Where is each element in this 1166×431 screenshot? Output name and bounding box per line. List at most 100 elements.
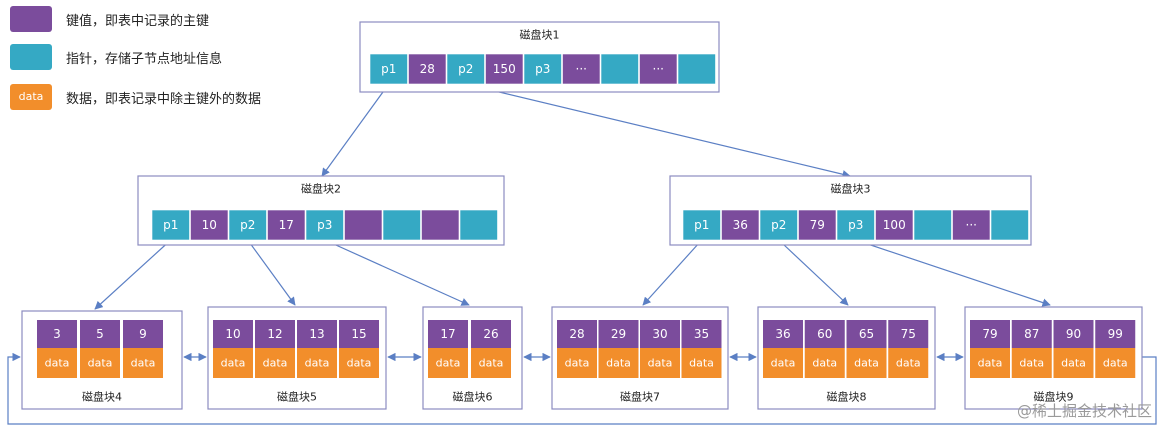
- pointer-label: p2: [240, 218, 255, 232]
- leaf-key-label: 79: [982, 327, 997, 341]
- key-cell: [562, 53, 601, 85]
- leaf-data-cell: [804, 348, 845, 378]
- leaf-data-label: data: [436, 357, 461, 370]
- leaf-data-cell: [123, 348, 163, 378]
- key-cell: [875, 209, 914, 241]
- watermark-text: @稀土掘金技术社区: [1016, 402, 1152, 420]
- edge-block3-to-block7: [642, 239, 703, 306]
- leaf-key-cell: [804, 320, 845, 348]
- leaf-data-label: data: [1103, 357, 1128, 370]
- pointer-cell: [228, 209, 267, 241]
- leaf-node-title: 磁盘块8: [827, 390, 867, 404]
- leaf-data-cell: [640, 348, 680, 378]
- leaf-key-label: 36: [775, 327, 790, 341]
- leaf-key-cell: [37, 320, 77, 348]
- leaf-data-label: data: [854, 357, 879, 370]
- leaf-data-cell: [255, 348, 295, 378]
- leaf-key-label: 13: [309, 327, 324, 341]
- leaf-data-cell: [1011, 348, 1052, 378]
- pointer-cell: [682, 209, 721, 241]
- leaf-key-label: 90: [1066, 327, 1081, 341]
- leaf-data-cell: [681, 348, 722, 378]
- internal-node-title: 磁盘块2: [301, 182, 341, 196]
- edge-block3-to-block9: [855, 239, 1051, 307]
- leaf-key-cell: [1011, 320, 1052, 348]
- leaf-key-label: 99: [1108, 327, 1123, 341]
- legend-key-text: 键值，即表中记录的主键: [66, 14, 210, 29]
- leaf-key-label: 15: [351, 327, 366, 341]
- leaf-node-title: 磁盘块5: [277, 390, 317, 404]
- pointer-label: p3: [317, 218, 332, 232]
- leaf-key-cell: [80, 320, 120, 348]
- key-cell: [639, 53, 678, 85]
- leaf-node-title: 磁盘块9: [1034, 390, 1074, 404]
- leaf-key-cell: [213, 320, 253, 348]
- leaf-key-label: 35: [694, 327, 709, 341]
- edge-block1-to-block3: [465, 83, 851, 179]
- pointer-cell: [151, 209, 190, 241]
- leaf-data-label: data: [347, 357, 372, 370]
- leaf-data-label: data: [131, 357, 156, 370]
- legend-data-swatch: data: [10, 84, 52, 110]
- leaf-data-label: data: [565, 357, 590, 370]
- pointer-label: p3: [535, 62, 550, 76]
- pointer-cell: [913, 209, 952, 241]
- leaf-key-label: 9: [139, 327, 147, 341]
- leaf-key-label: 87: [1024, 327, 1039, 341]
- pointer-cell: [369, 53, 408, 85]
- pointer-cell: [382, 209, 421, 241]
- key-label: 10: [202, 218, 217, 232]
- leaf-data-cell: [339, 348, 379, 378]
- key-cell: [344, 209, 383, 241]
- leaf-data-cell: [80, 348, 120, 378]
- leaf-key-cell: [297, 320, 337, 348]
- key-label: ···: [966, 218, 977, 232]
- legend-pointer-swatch: [10, 44, 52, 70]
- key-cell: [952, 209, 991, 241]
- leaf-node-title: 磁盘块4: [82, 390, 122, 404]
- key-label: 150: [493, 62, 516, 76]
- leaf-data-label: data: [606, 357, 631, 370]
- leaf-data-cell: [598, 348, 639, 378]
- leaf-node-title: 磁盘块6: [453, 390, 493, 404]
- pointer-label: p3: [848, 218, 863, 232]
- leaf-key-label: 60: [817, 327, 832, 341]
- leaf-key-cell: [123, 320, 163, 348]
- leaf-data-label: data: [771, 357, 796, 370]
- leaf-data-label: data: [305, 357, 330, 370]
- legend-data-swatch-label: data: [18, 90, 44, 103]
- leaf-key-label: 3: [53, 327, 61, 341]
- pointer-cell: [305, 209, 344, 241]
- leaf-data-label: data: [1061, 357, 1086, 370]
- leaf-data-label: data: [978, 357, 1003, 370]
- key-cell: [798, 209, 837, 241]
- leaf-key-cell: [471, 320, 511, 348]
- leaf-data-cell: [763, 348, 803, 378]
- leaf-key-cell: [888, 320, 929, 348]
- key-cell: [267, 209, 306, 241]
- leaf-data-cell: [428, 348, 468, 378]
- leaf-data-label: data: [45, 357, 70, 370]
- leaf-data-label: data: [648, 357, 673, 370]
- internal-node-title: 磁盘块1: [520, 28, 560, 42]
- leaf-data-cell: [557, 348, 597, 378]
- leaf-key-label: 26: [483, 327, 498, 341]
- tree-edges: [7, 83, 1157, 425]
- internal-node-title: 磁盘块3: [831, 182, 871, 196]
- edge-block1-to-block2: [321, 83, 390, 177]
- leaf-link-wraparound: [7, 352, 1157, 425]
- pointer-cell: [523, 53, 562, 85]
- leaf-key-cell: [598, 320, 639, 348]
- key-label: 79: [810, 218, 825, 232]
- leaf-key-cell: [681, 320, 722, 348]
- leaf-key-cell: [339, 320, 379, 348]
